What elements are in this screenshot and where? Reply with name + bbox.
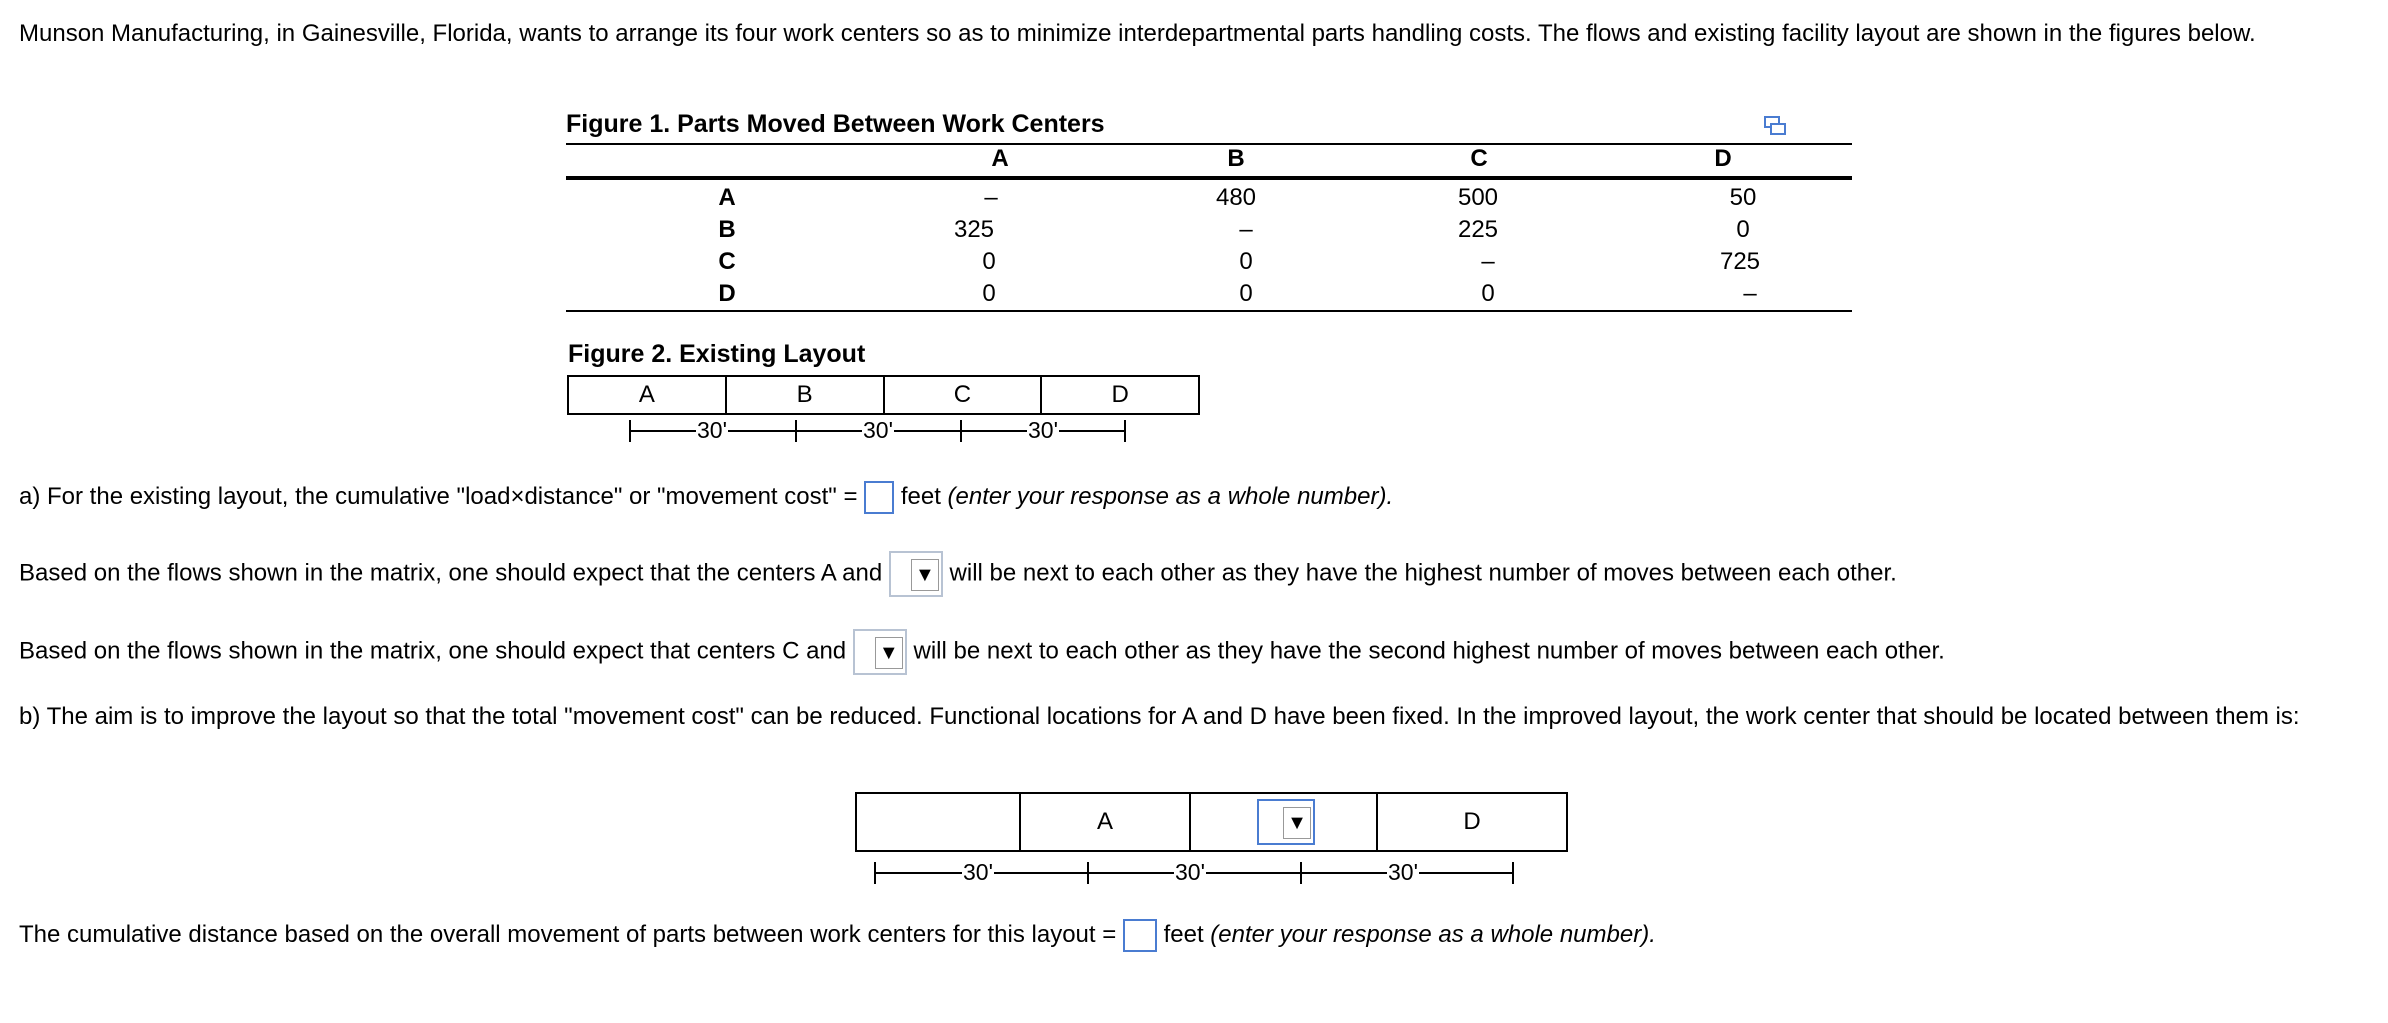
chevron-down-icon[interactable]: ▼	[1283, 807, 1311, 839]
existing-dim-label-3: 30'	[1027, 417, 1059, 443]
improved-layout: A ▼ D	[855, 792, 1568, 852]
highest-pair-prefix: Based on the flows shown in the matrix, …	[19, 559, 883, 587]
highest-pair-suffix: will be next to each other as they have …	[949, 559, 1897, 587]
cell-a-b: 480	[1215, 184, 1257, 211]
col-header-d: D	[1714, 145, 1732, 172]
question-a-middle: distance" or "movement cost" =	[524, 483, 858, 510]
highest-pair-dropdown[interactable]: ▼	[888, 551, 943, 597]
cell-c-d: 725	[1719, 248, 1761, 275]
improved-dim-label-3: 30'	[1387, 859, 1419, 885]
problem-intro: Munson Manufacturing, in Gainesville, Fl…	[19, 20, 2256, 47]
cell-a-d: 50	[1729, 184, 1757, 211]
question-a-prefix: a) For the existing layout, the cumulati…	[19, 483, 511, 510]
question-a-hint: (enter your response as a whole number).	[947, 483, 1394, 510]
figure1-title: Figure 1. Parts Moved Between Work Cente…	[566, 110, 1105, 138]
dim-tick	[795, 420, 797, 442]
improved-dim-label-2: 30'	[1174, 859, 1206, 885]
cell-c-b: 0	[1239, 248, 1253, 275]
cell-b-d: 0	[1736, 216, 1750, 243]
existing-cell-b: B	[727, 377, 885, 413]
figure2-title: Figure 2. Existing Layout	[568, 340, 866, 368]
dim-tick	[874, 862, 876, 884]
cell-c-a: 0	[982, 248, 996, 275]
cell-d-a: 0	[982, 280, 996, 307]
cell-d-c: 0	[1481, 280, 1495, 307]
dim-tick	[629, 420, 631, 442]
row-header-d: D	[718, 280, 736, 307]
question-a-units: feet	[900, 483, 941, 510]
copy-icon[interactable]	[1764, 116, 1786, 136]
chevron-down-icon[interactable]: ▼	[910, 559, 939, 591]
improved-cell-d: D	[1463, 808, 1481, 835]
dim-tick	[1300, 862, 1302, 884]
dim-tick	[1087, 862, 1089, 884]
row-header-a: A	[718, 184, 736, 211]
cell-b-c: 225	[1457, 216, 1499, 243]
cumulative-distance-input[interactable]	[1122, 919, 1157, 953]
times-symbol: ×	[510, 483, 525, 510]
second-pair-dropdown[interactable]: ▼	[852, 629, 907, 675]
cell-a-a: –	[984, 184, 998, 211]
chevron-down-icon[interactable]: ▼	[874, 637, 903, 669]
row-header-b: B	[718, 216, 736, 243]
improved-cell-middle: ▼	[1191, 794, 1378, 850]
question-second-pair: Based on the flows shown in the matrix, …	[19, 629, 1945, 675]
cell-d-d: –	[1743, 280, 1757, 307]
final-hint: (enter your response as a whole number).	[1210, 921, 1656, 948]
question-final: The cumulative distance based on the ove…	[19, 918, 1656, 953]
cell-b-b: –	[1239, 216, 1253, 243]
cell-d-b: 0	[1239, 280, 1253, 307]
question-highest-pair: Based on the flows shown in the matrix, …	[19, 551, 1897, 597]
existing-dim-label-2: 30'	[862, 417, 894, 443]
existing-cell-c: C	[885, 377, 1043, 413]
dim-tick	[1512, 862, 1514, 884]
second-pair-suffix: will be next to each other as they have …	[913, 637, 1945, 665]
col-header-c: C	[1470, 145, 1488, 172]
movement-cost-input[interactable]	[864, 481, 895, 515]
existing-cell-a: A	[569, 377, 727, 413]
dim-tick	[960, 420, 962, 442]
improved-cell-a: A	[1021, 794, 1191, 850]
question-b: b) The aim is to improve the layout so t…	[19, 703, 2300, 730]
existing-layout: A B C D	[567, 375, 1200, 415]
cell-c-c: –	[1481, 248, 1495, 275]
second-pair-prefix: Based on the flows shown in the matrix, …	[19, 637, 847, 665]
cell-a-c: 500	[1457, 184, 1499, 211]
improved-dim-label-1: 30'	[962, 859, 994, 885]
existing-cell-d: D	[1111, 381, 1129, 408]
question-a: a) For the existing layout, the cumulati…	[19, 480, 1394, 515]
final-units: feet	[1163, 921, 1204, 948]
existing-dim-label-1: 30'	[696, 417, 728, 443]
col-header-a: A	[991, 145, 1009, 172]
improved-cell-1	[857, 794, 1021, 850]
cell-b-a: 325	[953, 216, 995, 243]
dim-tick	[1124, 420, 1126, 442]
row-header-c: C	[718, 248, 736, 275]
final-prefix: The cumulative distance based on the ove…	[19, 921, 1117, 948]
col-header-b: B	[1227, 145, 1245, 172]
middle-center-dropdown[interactable]: ▼	[1257, 799, 1315, 845]
